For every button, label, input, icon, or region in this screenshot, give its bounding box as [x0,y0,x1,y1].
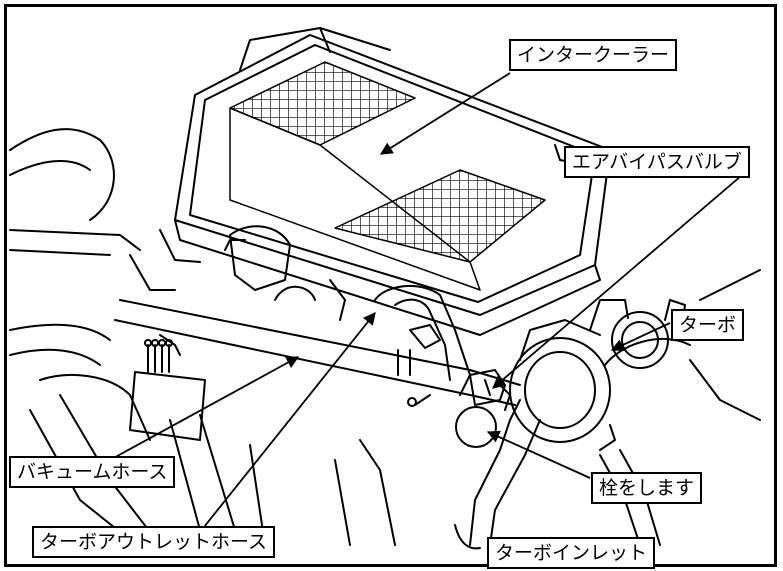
turbo-leader [610,322,671,351]
air-bypass-valve-label: エアバイパスバルブ [564,146,750,178]
intercooler-leader [379,72,511,155]
intercooler-body [174,27,616,336]
air-bypass-valve-leader [492,169,749,389]
plug-leader [486,430,591,479]
air-bypass-valve-body [469,369,506,406]
plug-label: 栓をします [591,472,703,504]
turbo-inlet-pipe [469,399,521,546]
outlet-hose [374,284,471,396]
intercooler-label: インタークーラー [509,39,678,71]
turbo-inlet-label: ターボインレット [487,537,656,569]
diagram-border [4,4,777,567]
plug-location-circle [455,406,497,448]
left-hose-upper [9,128,115,221]
turbo-label: ターボ [671,309,745,341]
turbo-outlet-hose-leader [199,312,376,533]
throttle-part [229,225,291,291]
vacuum-hose-leader [109,356,300,461]
connector-pins [129,339,206,441]
turbo-outlet-hose-label: ターボアウトレットホース [32,526,276,558]
vacuum-hose-label: バキュームホース [9,456,176,488]
